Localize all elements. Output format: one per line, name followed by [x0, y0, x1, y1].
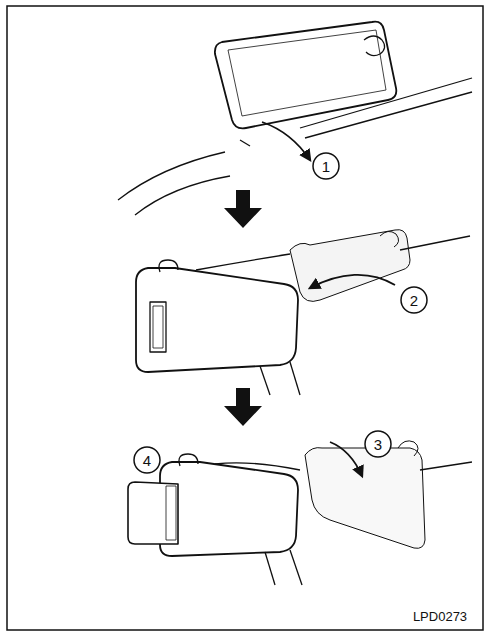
callout-number: 1	[322, 159, 330, 174]
callout-circle	[134, 447, 160, 473]
step-arrow	[224, 388, 262, 426]
callout-number: 3	[374, 437, 382, 452]
callout-number: 2	[410, 293, 418, 308]
visor-side	[136, 230, 470, 395]
callout-number: 4	[143, 453, 151, 468]
figure-code: LPD0273	[413, 610, 467, 623]
visor-stowed	[118, 22, 472, 215]
step-arrow	[224, 190, 262, 228]
frame	[7, 6, 483, 630]
callout-circle	[401, 287, 427, 313]
visor-extended	[128, 441, 472, 585]
callout-circle	[365, 431, 391, 457]
callout-circle	[313, 153, 339, 179]
